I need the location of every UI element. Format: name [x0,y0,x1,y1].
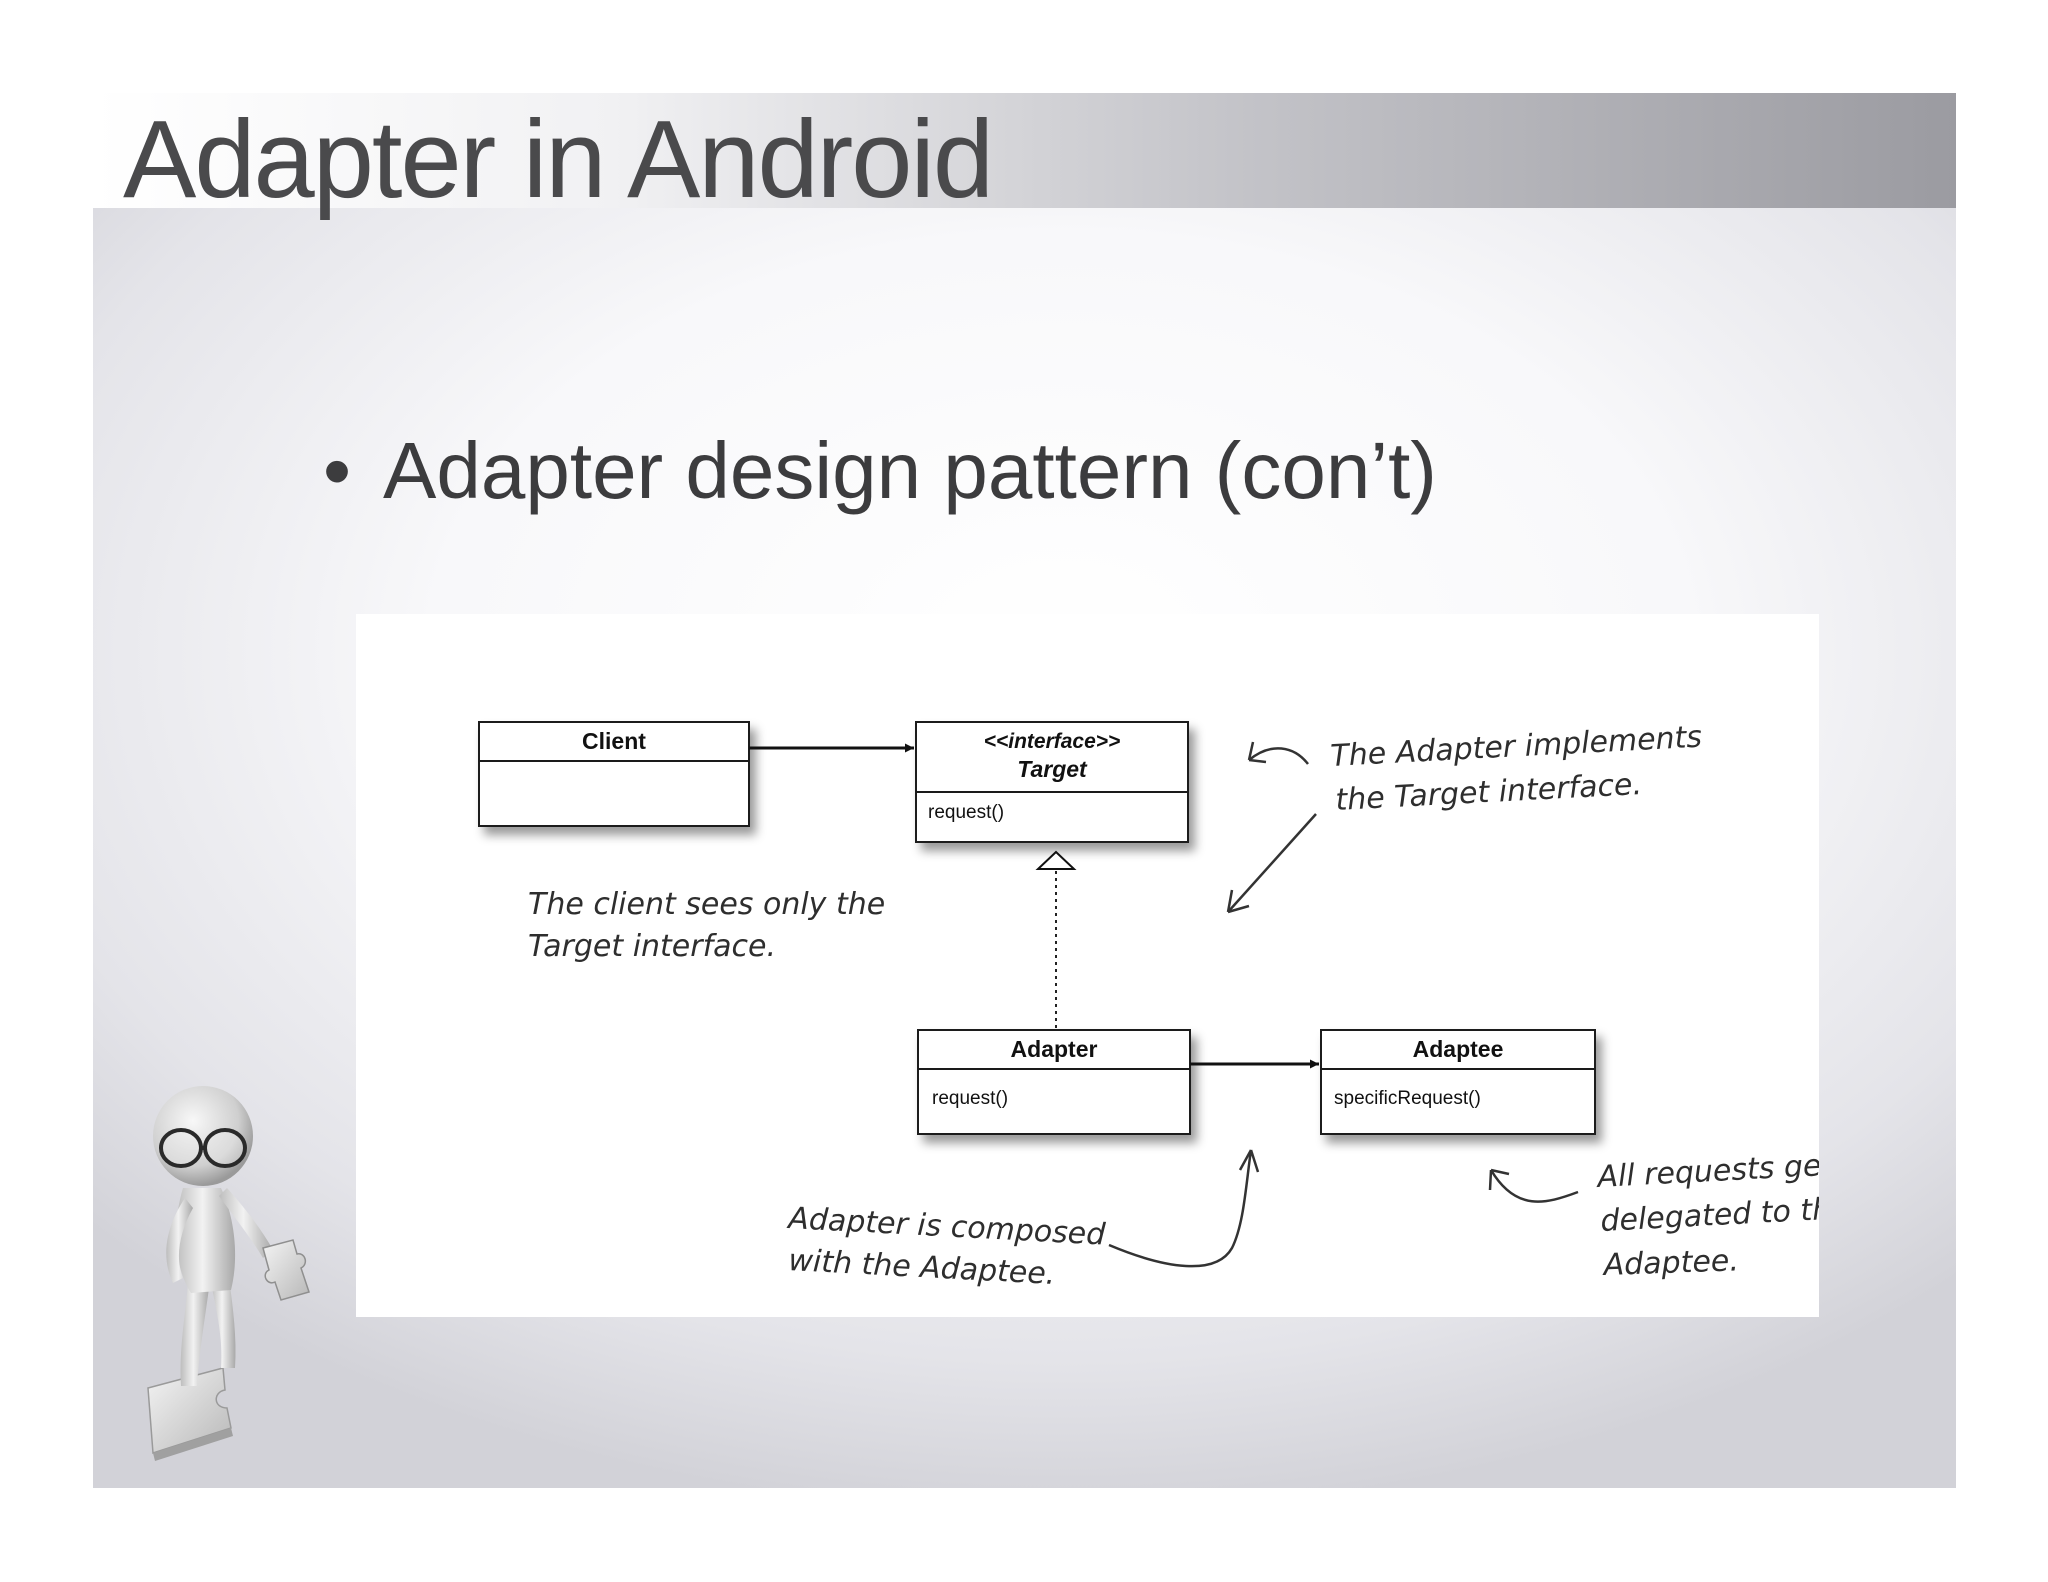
note-delegated-arrow-head [1488,1168,1510,1191]
figure-with-puzzle-illustration [147,1086,310,1461]
target-method: request() [928,802,1004,823]
adaptee-class-name: Adaptee [1413,1036,1504,1062]
adapter-class-name: Adapter [1011,1036,1098,1062]
title-bar: Adapter in Android [93,93,1956,220]
note-composed-arrow-head [1238,1149,1260,1173]
note-implements-curved-arrow [1248,747,1309,765]
figure-head [153,1086,253,1186]
figure-leg-right [211,1278,236,1368]
figure-body [176,1188,236,1293]
note-implements-arrow-head [1247,741,1267,764]
note-client-line2: Target interface. [528,929,776,964]
note-delegated-line3: Adaptee. [1601,1243,1739,1283]
uml-diagram-panel: Client <<interface>> Target request() Ad… [356,614,1819,1317]
bullet-text: Adapter design pattern (con’t) [383,426,1437,515]
slide: Adapter in Android • Adapter design patte… [93,93,1956,1488]
note-adapter-composed: Adapter is composed with the Adaptee. [786,1201,1108,1292]
bullet-item: • Adapter design pattern (con’t) [323,423,1437,519]
note-composed-line2: with the Adaptee. [788,1243,1057,1292]
uml-diagram: Client <<interface>> Target request() Ad… [478,720,1819,1292]
slide-title: Adapter in Android [123,98,994,221]
note-client-sees-target: The client sees only the Target interfac… [528,887,885,964]
realization-triangle-head [1035,850,1077,870]
target-interface-box: <<interface>> Target request() [915,721,1189,843]
target-stereotype: <<interface>> [984,730,1121,753]
figure-arm-right [219,1188,273,1258]
target-interface-name: Target [1017,756,1088,782]
adaptee-class-box: Adaptee specificRequest() [1320,1029,1596,1135]
adaptee-method: specificRequest() [1334,1088,1481,1109]
client-class-name: Client [582,728,646,754]
note-delegated-curved-arrow [1489,1169,1579,1203]
adapter-class-box: Adapter request() [917,1029,1191,1135]
note-implements-line1: The Adapter implements [1330,720,1703,774]
held-puzzle-piece [262,1239,310,1301]
note-client-line1: The client sees only the [528,887,885,922]
note-implements-diagonal-arrow [1227,813,1317,913]
note-delegated-line2: delegated to the [1600,1191,1819,1239]
figure-leg-left [180,1283,209,1386]
glasses-icon [159,1128,203,1168]
note-adapter-implements: The Adapter implements the Target interf… [1330,720,1703,818]
note-requests-delegated: All requests get delegated to the Adapte… [1595,1148,1819,1283]
note-composed-curved-arrow [1108,1149,1253,1268]
bullet-dot: • [323,426,352,515]
note-implements-diagonal-arrow-head [1226,889,1250,914]
client-class-box: Client [478,721,750,827]
note-delegated-line1: All requests get [1595,1148,1819,1195]
adapter-method: request() [932,1088,1008,1109]
figure-arm-left [166,1198,193,1283]
floor-puzzle-piece [147,1367,232,1455]
note-implements-line2: the Target interface. [1335,767,1643,818]
